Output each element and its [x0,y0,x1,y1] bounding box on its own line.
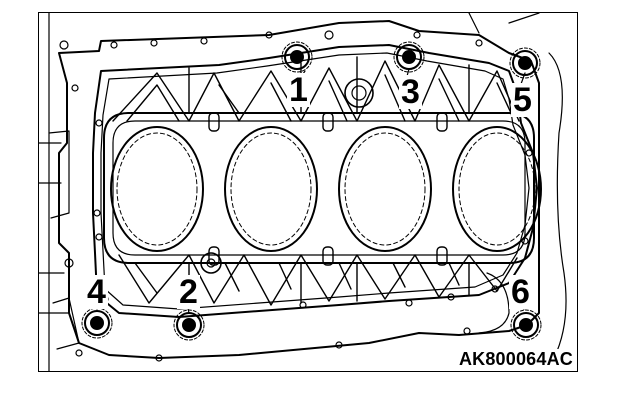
perimeter-holes [59,30,533,362]
deck-bosses [208,112,448,266]
bolt-callout-3: 3 [399,73,422,111]
cylinder-bores [110,126,542,252]
bolt-3 [393,41,425,73]
diagram-frame: 1 3 5 4 2 6 AK800064AC [38,12,578,372]
bolt-callout-2: 2 [177,273,200,311]
bolt-5 [509,47,541,79]
upper-ribs [112,56,520,122]
bolt-1 [281,41,313,73]
deck-outline [103,112,535,264]
bolt-6 [510,309,542,341]
bolt-callout-6: 6 [509,273,532,311]
bolt-heads [81,41,542,341]
engine-block-line-drawing [39,13,567,371]
bolt-callout-1: 1 [287,71,310,109]
bolt-callout-5: 5 [511,81,534,119]
bolt-2 [173,309,205,341]
gasket-flange [92,44,538,318]
figure-code: AK800064AC [456,349,575,370]
bolt-4 [81,307,113,339]
bolt-callout-4: 4 [85,273,108,311]
